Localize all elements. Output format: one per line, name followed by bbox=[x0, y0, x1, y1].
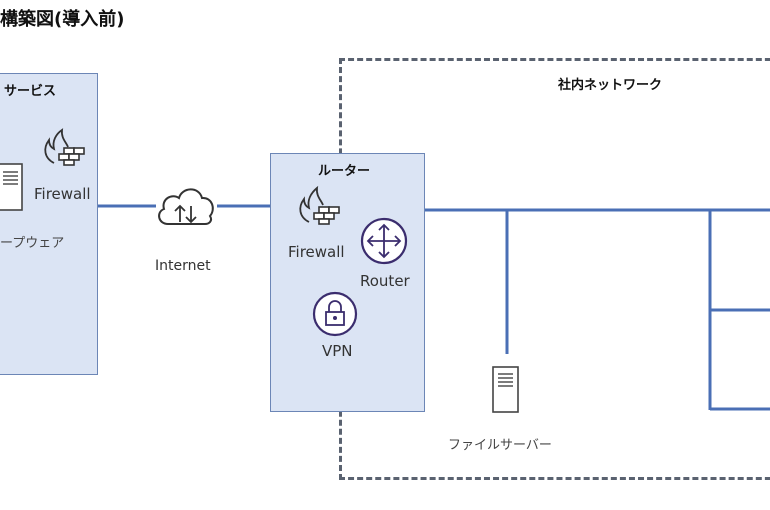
internet-label: Internet bbox=[155, 258, 211, 274]
firewall-icon bbox=[44, 128, 85, 166]
service-box bbox=[0, 73, 98, 375]
vpn-label: VPN bbox=[322, 342, 353, 360]
lock-icon bbox=[312, 291, 358, 337]
firewall-icon bbox=[299, 185, 340, 225]
router-icon bbox=[360, 217, 408, 265]
router-firewall-label: Firewall bbox=[288, 243, 345, 261]
software-label: ープウェア bbox=[0, 236, 65, 251]
server-icon bbox=[492, 366, 519, 413]
router-box bbox=[270, 153, 425, 412]
network-label: 社内ネットワーク bbox=[558, 78, 663, 93]
router-label: Router bbox=[360, 272, 410, 290]
service-label: サービス bbox=[4, 84, 57, 99]
router-box-label: ルーター bbox=[318, 164, 371, 179]
left-firewall-label: Firewall bbox=[34, 185, 91, 203]
file-server-label: ファイルサーバー bbox=[448, 438, 552, 453]
server-icon bbox=[0, 163, 23, 211]
page-title: 構築図(導入前) bbox=[0, 9, 125, 30]
cloud-icon bbox=[158, 188, 214, 225]
